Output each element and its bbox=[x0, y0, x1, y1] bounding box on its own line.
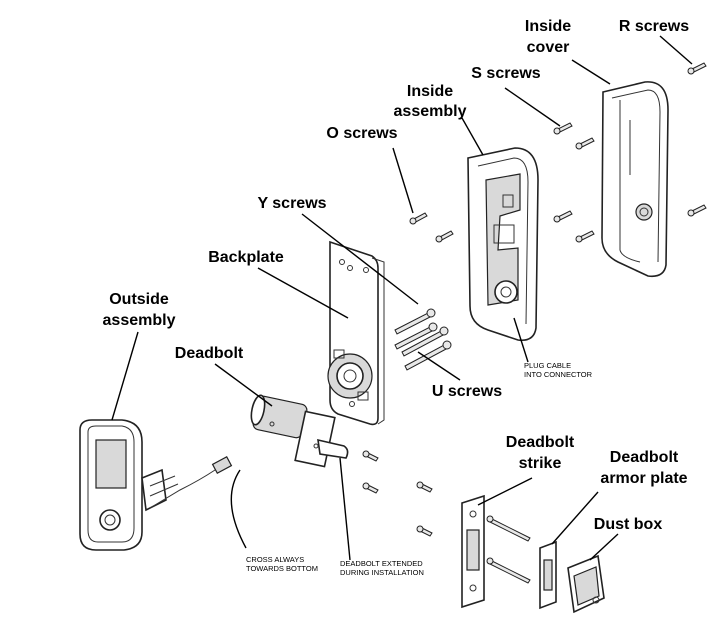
label-deadbolt: Deadbolt bbox=[175, 345, 244, 362]
label-inside-assembly-2: assembly bbox=[394, 103, 467, 120]
note-cross-always-2: TOWARDS BOTTOM bbox=[246, 564, 318, 573]
note-cross-always-1: CROSS ALWAYS bbox=[246, 555, 304, 564]
label-deadbolt-armor-plate-2: armor plate bbox=[600, 470, 687, 487]
part-labels: Inside cover R screws S screws Inside as… bbox=[103, 18, 690, 533]
note-plug-cable-1: PLUG CABLE bbox=[524, 361, 571, 370]
y-screws-part bbox=[394, 308, 438, 350]
o-screws-part bbox=[409, 212, 454, 243]
inside-assembly-part bbox=[467, 147, 539, 342]
label-u-screws: U screws bbox=[432, 383, 502, 400]
cable-part bbox=[149, 456, 233, 509]
label-inside-assembly-1: Inside bbox=[407, 83, 453, 100]
deadbolt-armor-plate-part bbox=[539, 540, 557, 610]
label-y-screws: Y screws bbox=[257, 195, 326, 212]
label-deadbolt-armor-plate-1: Deadbolt bbox=[610, 449, 679, 466]
label-outside-assembly-1: Outside bbox=[109, 291, 169, 308]
s-screws-part bbox=[553, 122, 595, 243]
leader-lines bbox=[111, 35, 693, 561]
r-screws-part bbox=[687, 62, 707, 217]
outside-assembly-part bbox=[79, 419, 179, 551]
label-dust-box: Dust box bbox=[594, 516, 663, 533]
deadbolt-screws-part bbox=[362, 450, 433, 537]
dust-box-part bbox=[567, 554, 605, 614]
deadbolt-part bbox=[250, 394, 349, 468]
label-r-screws: R screws bbox=[619, 18, 689, 35]
label-deadbolt-strike-1: Deadbolt bbox=[506, 434, 575, 451]
label-outside-assembly-2: assembly bbox=[103, 312, 176, 329]
label-inside-cover-1: Inside bbox=[525, 18, 571, 35]
label-deadbolt-strike-2: strike bbox=[519, 455, 562, 472]
label-s-screws: S screws bbox=[471, 65, 540, 82]
label-backplate: Backplate bbox=[208, 249, 284, 266]
note-deadbolt-extended-1: DEADBOLT EXTENDED bbox=[340, 559, 423, 568]
note-deadbolt-extended-2: DURING INSTALLATION bbox=[340, 568, 424, 577]
note-plug-cable-2: INTO CONNECTOR bbox=[524, 370, 593, 379]
label-o-screws: O screws bbox=[326, 125, 397, 142]
inside-cover-part bbox=[601, 81, 669, 278]
deadbolt-strike-part bbox=[461, 494, 531, 609]
installation-notes: PLUG CABLE INTO CONNECTOR CROSS ALWAYS T… bbox=[246, 361, 593, 577]
backplate-part bbox=[327, 240, 385, 426]
label-inside-cover-2: cover bbox=[527, 39, 570, 56]
